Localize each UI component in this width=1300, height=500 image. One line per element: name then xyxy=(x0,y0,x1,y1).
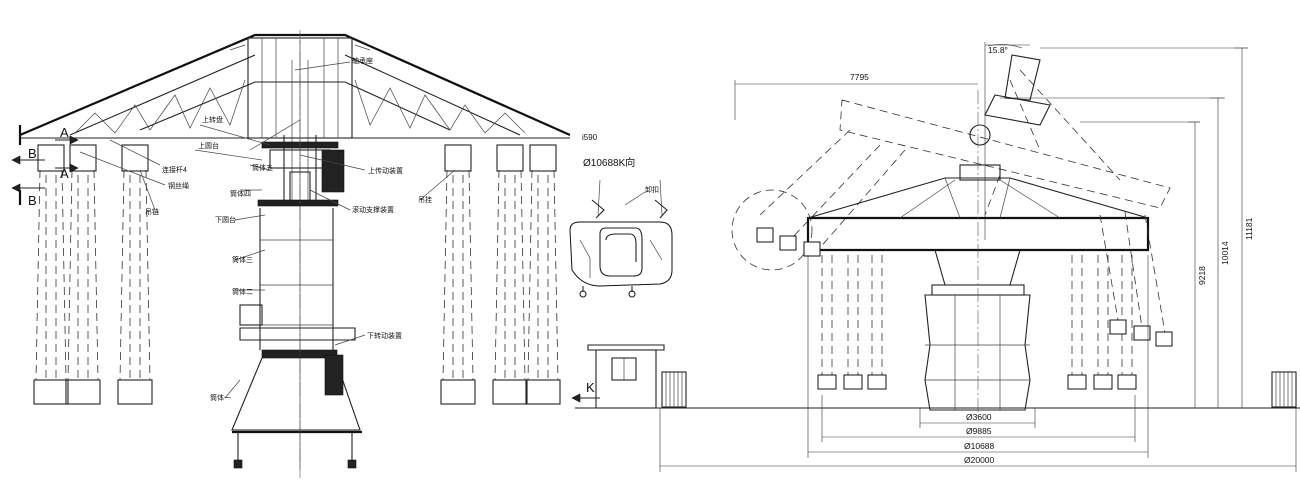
dim-9218: 9218 xyxy=(1197,266,1207,285)
marker-b-top: B xyxy=(28,146,37,161)
label-hanging-chain: 吊链 xyxy=(145,207,159,216)
dim-d10688: Ø10688 xyxy=(964,441,995,451)
left-elevation-view: B B A A 轴承座 上转盘 上圆台 筒体五 筒体四 下圆台 筒体三 筒体二 … xyxy=(11,30,635,478)
label-upper-turntable: 上转盘 xyxy=(202,115,223,124)
left-swing-columns xyxy=(33,144,153,405)
vertical-seats-right xyxy=(1067,255,1137,390)
vertical-seats-left xyxy=(817,255,887,390)
dim-d9885: Ø9885 xyxy=(966,426,992,436)
seat-detail-k-view: 卸扣 xyxy=(569,179,673,298)
label-lower-drive: 下转动装置 xyxy=(367,331,402,340)
dim-d20000: Ø20000 xyxy=(964,455,995,465)
dim-d3600: Ø3600 xyxy=(966,412,992,422)
label-lower-platform: 下圆台 xyxy=(215,215,236,224)
label-upper-drive: 上传动装置 xyxy=(368,166,403,175)
dim-11181: 11181 xyxy=(1244,217,1254,240)
dim-10014: 10014 xyxy=(1220,241,1230,265)
k-arrow-label: K xyxy=(586,380,595,395)
canopy-ring xyxy=(806,216,1150,252)
upper-drive-motor xyxy=(321,149,345,193)
label-tube-four: 筒体四 xyxy=(230,189,251,198)
label-tube-one: 筒体一 xyxy=(210,393,231,402)
central-tower-base xyxy=(924,294,1031,411)
label-upper-platform: 上圆台 xyxy=(198,141,219,150)
k-view-title: Ø10688K向 xyxy=(583,156,635,169)
label-wire-rope: 钢丝绳 xyxy=(168,181,189,190)
label-tube-two: 筒体二 xyxy=(232,287,253,296)
code-i590: i590 xyxy=(582,133,598,142)
ticket-booth xyxy=(595,349,657,409)
label-bearing-seat: 轴承座 xyxy=(352,56,373,65)
lower-drive-motor xyxy=(324,354,344,396)
label-tube-three: 筒体三 xyxy=(232,255,253,264)
swung-seats-right xyxy=(1099,211,1173,347)
inner-roof-chord xyxy=(69,54,521,136)
marker-a-bottom: A xyxy=(60,166,69,181)
latch-label: 卸扣 xyxy=(645,185,659,194)
dim-7795: 7795 xyxy=(850,72,869,82)
label-tube-five: 筒体五 xyxy=(252,163,273,172)
tilted-canopy xyxy=(839,99,1171,209)
tilt-angle: 15.8° xyxy=(988,45,1008,55)
swung-seats-left xyxy=(756,227,821,257)
label-hanger: 吊挂 xyxy=(418,195,432,204)
marker-b-bottom: B xyxy=(28,193,37,208)
ground-and-kiosk: K xyxy=(571,344,1300,409)
label-connecting-rod: 连接杆4 xyxy=(162,165,187,174)
right-swing-columns xyxy=(440,144,561,405)
right-elevation-view: 15.8° xyxy=(659,42,1297,472)
marker-a-top: A xyxy=(60,125,69,140)
label-rolling-support: 滚动支撑装置 xyxy=(352,205,394,214)
